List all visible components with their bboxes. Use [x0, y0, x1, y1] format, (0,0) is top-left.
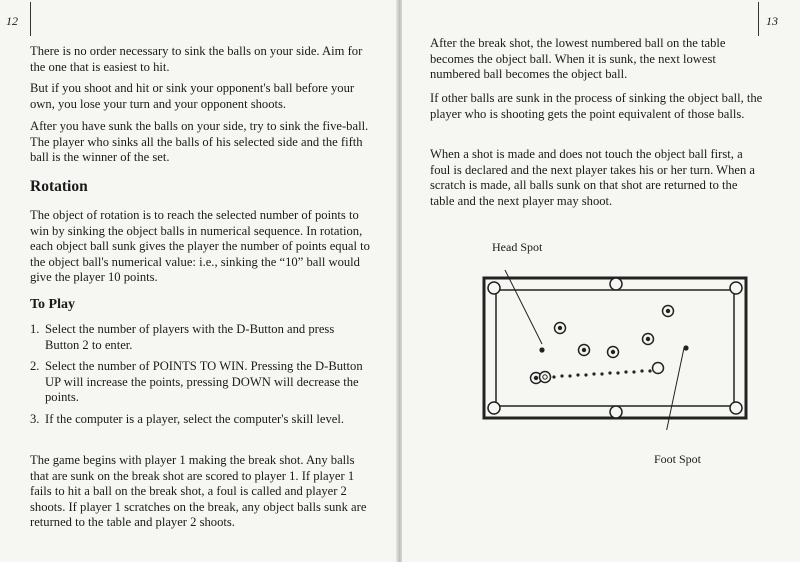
- head-spot-dot: [539, 347, 545, 353]
- paragraph: But if you shoot and hit or sink your op…: [30, 81, 355, 111]
- page-rule: [758, 2, 759, 36]
- pocket-icon: [609, 405, 623, 419]
- left-page: 12 There is no order necessary to sink t…: [0, 0, 398, 562]
- step-number: 1.: [30, 322, 40, 336]
- object-ball: [538, 370, 552, 384]
- paragraph: There is no order necessary to sink the …: [30, 44, 363, 74]
- head-spot-label: Head Spot: [492, 240, 543, 254]
- step-number: 2.: [30, 359, 40, 373]
- paragraph: If other balls are sunk in the process o…: [430, 91, 763, 121]
- list-item: 3. If the computer is a player, select th…: [30, 412, 370, 428]
- step-text: Select the number of players with the D-…: [45, 322, 335, 352]
- page-number: 12: [6, 14, 18, 28]
- paragraph: After the break shot, the lowest numbere…: [430, 36, 726, 81]
- dotted-shot-line: [552, 369, 652, 379]
- page-number: 13: [766, 14, 778, 28]
- foot-spot-label: Foot Spot: [654, 452, 702, 466]
- paragraph: After you have sunk the balls on your si…: [30, 119, 369, 164]
- pocket-icon: [729, 281, 743, 295]
- paragraph: The game begins with player 1 making the…: [30, 453, 367, 529]
- section-heading-rotation: Rotation: [30, 178, 88, 195]
- section-heading-to-play: To Play: [30, 297, 75, 312]
- step-text: If the computer is a player, select the …: [45, 411, 345, 426]
- foot-spot-dot: [683, 345, 689, 351]
- pool-table-illustration: [482, 263, 748, 453]
- step-number: 3.: [30, 411, 40, 426]
- paragraph: The object of rotation is to reach the s…: [30, 208, 370, 284]
- list-item: 1. Select the number of players with the …: [30, 322, 370, 353]
- steps-list: 1. Select the number of players with the …: [30, 322, 370, 433]
- pocket-icon: [729, 401, 743, 415]
- pocket-icon: [609, 277, 623, 291]
- pocket-icon: [487, 281, 501, 295]
- page-rule: [30, 2, 31, 36]
- head-spot-pointer: [501, 263, 543, 345]
- pocket-icon: [487, 401, 501, 415]
- right-page: 13 After the break shot, the lowest numb…: [402, 0, 800, 562]
- book-gutter: [396, 0, 404, 562]
- pool-table-diagram: [482, 263, 762, 453]
- paragraph: When a shot is made and does not touch t…: [430, 147, 755, 208]
- step-text: Select the number of POINTS TO WIN. Pres…: [45, 359, 363, 404]
- cue-ball: [651, 361, 665, 375]
- list-item: 2. Select the number of POINTS TO WIN. Pr…: [30, 359, 370, 406]
